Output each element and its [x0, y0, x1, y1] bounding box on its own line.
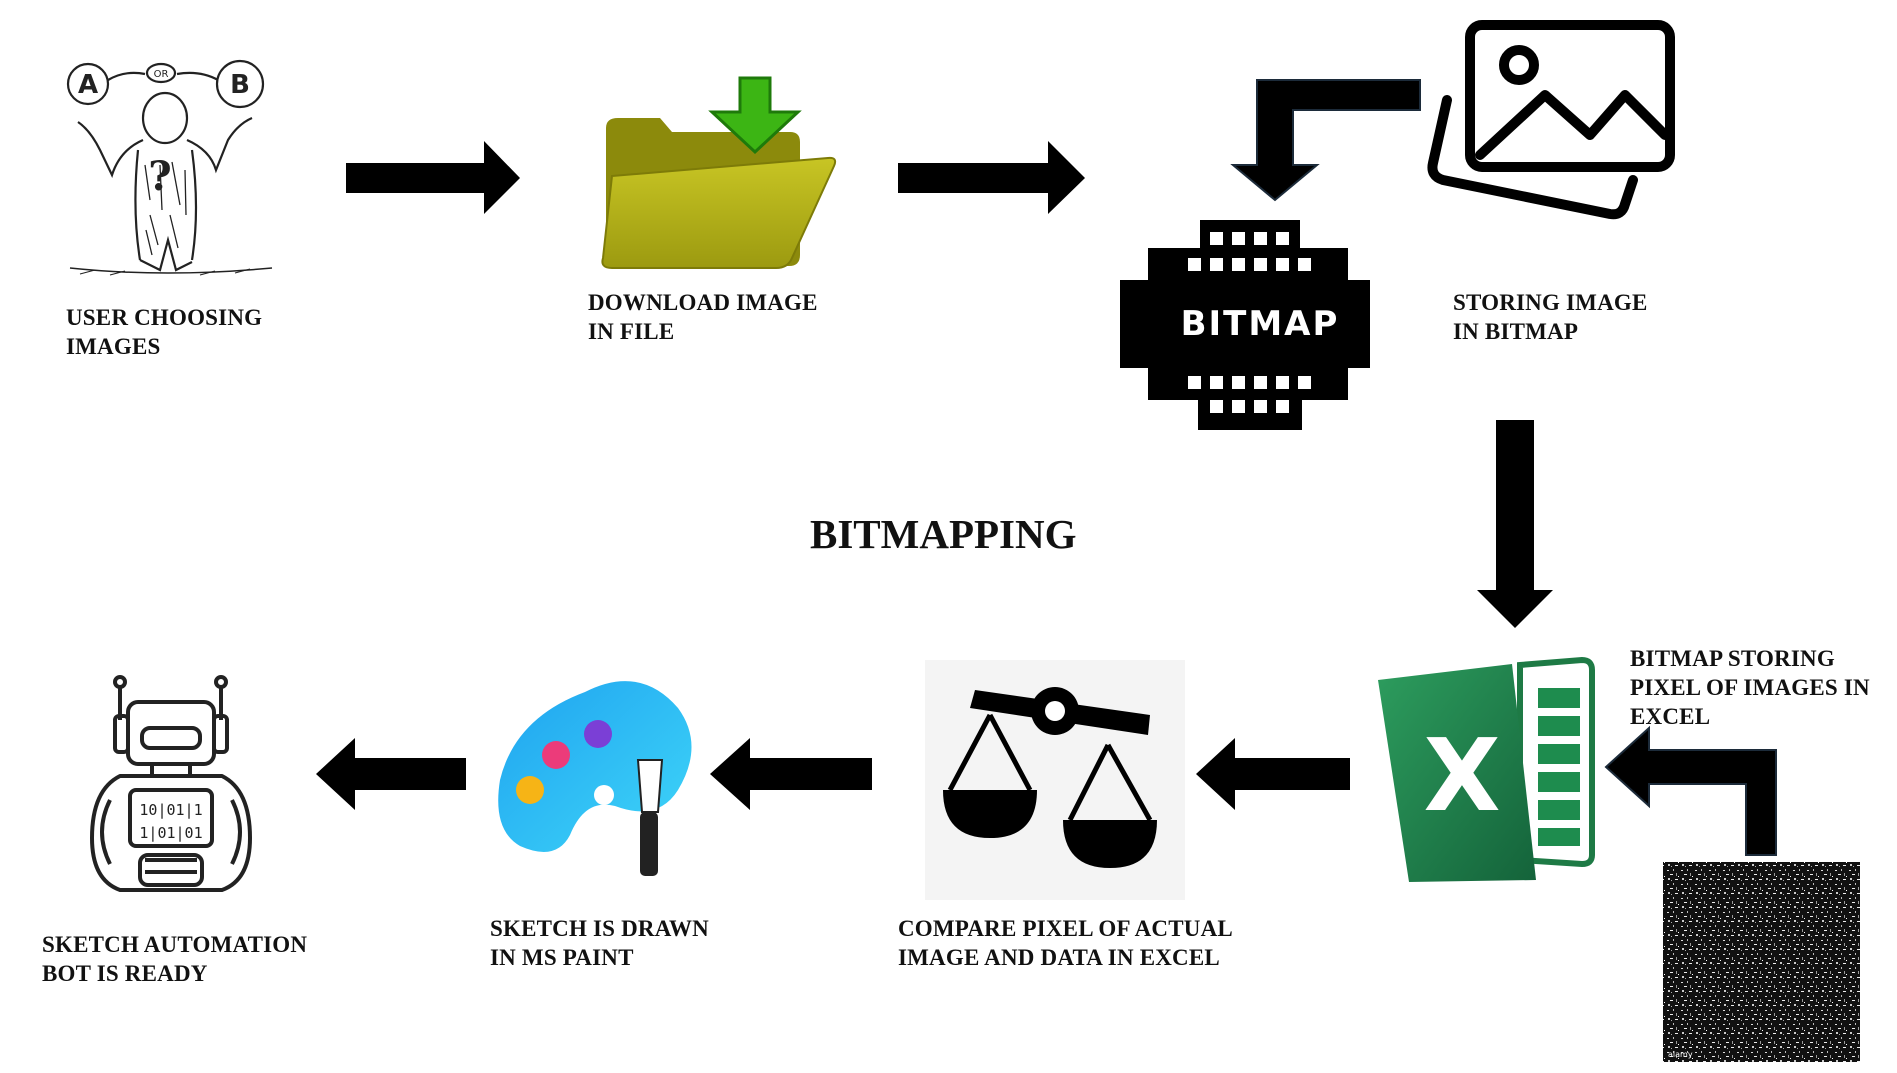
- label-line: SKETCH AUTOMATION: [42, 932, 308, 957]
- arrow-paint-to-bot: [316, 738, 466, 810]
- folder-download-icon: [601, 76, 837, 269]
- excel-icon: X: [1378, 656, 1595, 882]
- choice-or-label: OR: [154, 69, 169, 80]
- label-line: EXCEL: [1630, 704, 1711, 729]
- choice-a-label: A: [78, 70, 98, 100]
- label-storing-image: STORING IMAGE IN BITMAP: [1453, 288, 1648, 346]
- diagram-title: BITMAPPING: [810, 511, 1077, 557]
- label-line: IMAGE AND DATA IN EXCEL: [898, 945, 1220, 970]
- label-compare-pixel: COMPARE PIXEL OF ACTUAL IMAGE AND DATA I…: [898, 914, 1233, 972]
- label-line: IMAGES: [66, 334, 161, 359]
- label-download-image: DOWNLOAD IMAGE IN FILE: [588, 288, 818, 346]
- bitmap-logo-text: BITMAP: [1181, 304, 1340, 344]
- label-line: DOWNLOAD IMAGE: [588, 290, 818, 315]
- excel-logo-text: X: [1423, 717, 1500, 834]
- label-line: SKETCH IS DRAWN: [490, 916, 709, 941]
- label-bitmap-storing: BITMAP STORING PIXEL OF IMAGES IN EXCEL: [1630, 644, 1870, 731]
- label-line: COMPARE PIXEL OF ACTUAL: [898, 916, 1233, 941]
- arrow-noise-to-excel-shape: [1604, 725, 1777, 856]
- label-line: IN FILE: [588, 319, 675, 344]
- label-line: BOT IS READY: [42, 961, 208, 986]
- image-gallery-icon: [1427, 20, 1675, 220]
- arrow-user-to-download: [346, 141, 520, 214]
- scales-icon: [925, 660, 1185, 900]
- svg-text:1|01|01: 1|01|01: [139, 824, 202, 842]
- paint-palette-icon: [498, 681, 692, 876]
- robot-icon: 10|01|1 1|01|01: [90, 675, 252, 892]
- label-line: IN MS PAINT: [490, 945, 634, 970]
- label-sketch-drawn: SKETCH IS DRAWN IN MS PAINT: [490, 914, 709, 972]
- arrow-compare-to-paint: [710, 738, 872, 810]
- arrow-excel-to-compare: [1196, 738, 1350, 810]
- arrow-image-to-bitmap: [1230, 79, 1421, 202]
- noise-watermark: alamy: [1668, 1050, 1693, 1059]
- svg-text:10|01|1: 10|01|1: [139, 801, 202, 819]
- pixel-noise-image: alamy: [1663, 862, 1860, 1062]
- choice-b-label: B: [230, 70, 250, 100]
- label-line: USER CHOOSING: [66, 305, 263, 330]
- label-line: STORING IMAGE: [1453, 290, 1648, 315]
- svg-text:?: ?: [148, 153, 171, 200]
- arrow-download-to-bitmap: [898, 141, 1085, 214]
- label-line: PIXEL OF IMAGES IN: [1630, 675, 1870, 700]
- label-user-choosing: USER CHOOSING IMAGES: [66, 303, 262, 361]
- user-choosing-icon: A OR B ?: [66, 59, 273, 276]
- label-line: BITMAP STORING: [1630, 646, 1835, 671]
- label-bot-ready: SKETCH AUTOMATION BOT IS READY: [42, 930, 307, 988]
- arrow-bitmap-to-excel: [1477, 420, 1553, 628]
- bitmap-icon: BITMAP: [1120, 220, 1370, 430]
- label-line: IN BITMAP: [1453, 319, 1579, 344]
